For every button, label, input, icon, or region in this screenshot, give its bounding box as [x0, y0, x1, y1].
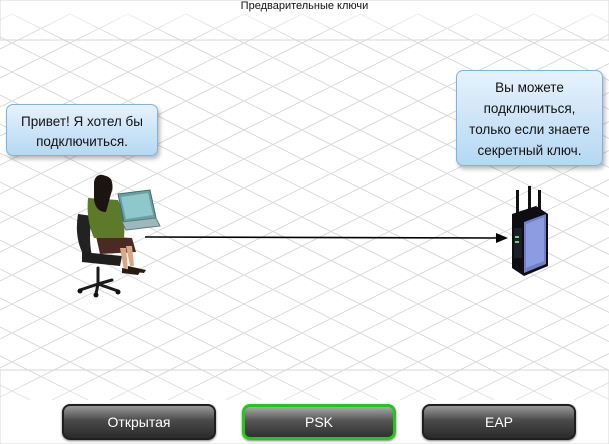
- psk-auth-button[interactable]: PSK: [242, 404, 396, 440]
- eap-auth-button[interactable]: EAP: [422, 404, 576, 440]
- router-bubble-line: подключиться,: [483, 101, 576, 116]
- connection-arrow: [144, 233, 508, 243]
- wireless-router-icon: [512, 186, 548, 276]
- router-speech-bubble: Вы можете подключиться, только если знае…: [456, 70, 603, 166]
- router-bubble-line: Вы можете: [495, 80, 564, 95]
- user-speech-bubble: Привет! Я хотел бы подключиться.: [6, 104, 158, 156]
- open-auth-button[interactable]: Открытая: [62, 404, 216, 440]
- psk-auth-button-label: PSK: [304, 414, 333, 430]
- user-bubble-line: подключиться.: [36, 134, 128, 149]
- router-bubble-line: только если знаете: [469, 122, 590, 137]
- open-auth-button-label: Открытая: [107, 414, 171, 430]
- router-bubble-line: секретный ключ.: [477, 143, 582, 158]
- eap-auth-button-label: EAP: [484, 414, 513, 430]
- user-with-laptop-icon: [76, 174, 161, 298]
- page-title: Предварительные ключи: [240, 0, 369, 12]
- user-bubble-line: Привет! Я хотел бы: [21, 114, 143, 129]
